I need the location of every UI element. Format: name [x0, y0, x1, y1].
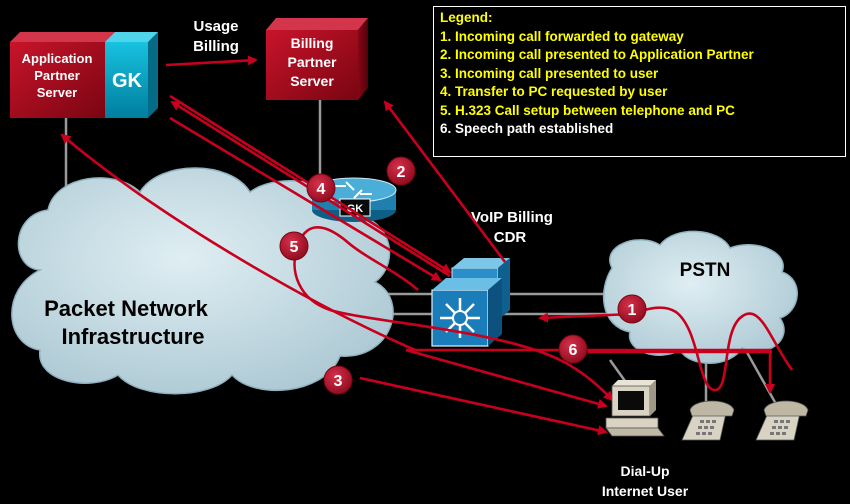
dialup-label-1: Dial-Up: [621, 463, 670, 479]
svg-text:2: 2: [397, 164, 406, 181]
legend-item-2: 2. Incoming call presented to Applicatio…: [440, 47, 754, 62]
usage-billing-label-2: Billing: [193, 38, 239, 55]
application-partner-server: Application Partner Server GK: [10, 32, 158, 118]
pstn-label: PSTN: [680, 260, 731, 281]
voip-billing-label-2: CDR: [494, 229, 527, 246]
packet-network-label-2: Infrastructure: [61, 324, 204, 349]
usage-billing-label-1: Usage: [193, 18, 238, 35]
telephone-2-icon: [755, 400, 809, 441]
badge-3: 3: [323, 365, 353, 395]
legend-item-3: 3. Incoming call presented to user: [440, 65, 659, 81]
legend-box: Legend: 1. Incoming call forwarded to ga…: [433, 6, 846, 157]
telephone-1-icon: [681, 400, 735, 441]
app-server-label-3: Server: [37, 85, 77, 100]
packet-network-cloud: [11, 167, 394, 395]
svg-text:6: 6: [569, 342, 578, 359]
legend-title: Legend:: [440, 10, 493, 25]
router-gk-label: GK: [347, 203, 364, 215]
svg-text:1: 1: [628, 302, 637, 319]
badge-5: 5: [279, 231, 309, 261]
app-server-label-2: Partner: [34, 68, 80, 83]
pstn-cloud: [602, 230, 798, 364]
svg-text:4: 4: [317, 181, 326, 198]
packet-network-label-1: Packet Network: [44, 296, 209, 321]
svg-text:3: 3: [334, 373, 343, 390]
legend-item-6: 6. Speech path established: [440, 121, 614, 136]
badge-2: 2: [386, 156, 416, 186]
pc-icon: [605, 380, 665, 437]
voip-gateway: [431, 258, 510, 347]
gk-box: [105, 42, 148, 118]
step-badges: 1 2 3 4 5 6: [279, 156, 647, 395]
app-server-label-1: Application: [22, 51, 93, 66]
gk-label: GK: [112, 70, 143, 92]
dialup-label-2: Internet User: [602, 483, 689, 499]
legend-item-1: 1. Incoming call forwarded to gateway: [440, 28, 684, 44]
billing-partner-server: Billing Partner Server: [266, 18, 368, 100]
legend-item-5: 5. H.323 Call setup between telephone an…: [440, 102, 735, 118]
svg-text:5: 5: [290, 239, 299, 256]
legend-item-4: 4. Transfer to PC requested by user: [440, 84, 668, 99]
voip-billing-label-1: VoIP Billing: [471, 209, 553, 226]
billing-server-label-1: Billing: [291, 35, 334, 51]
badge-6: 6: [558, 334, 588, 364]
billing-server-label-2: Partner: [287, 54, 337, 70]
billing-server-label-3: Server: [290, 73, 334, 89]
badge-1: 1: [617, 294, 647, 324]
badge-4: 4: [306, 173, 336, 203]
